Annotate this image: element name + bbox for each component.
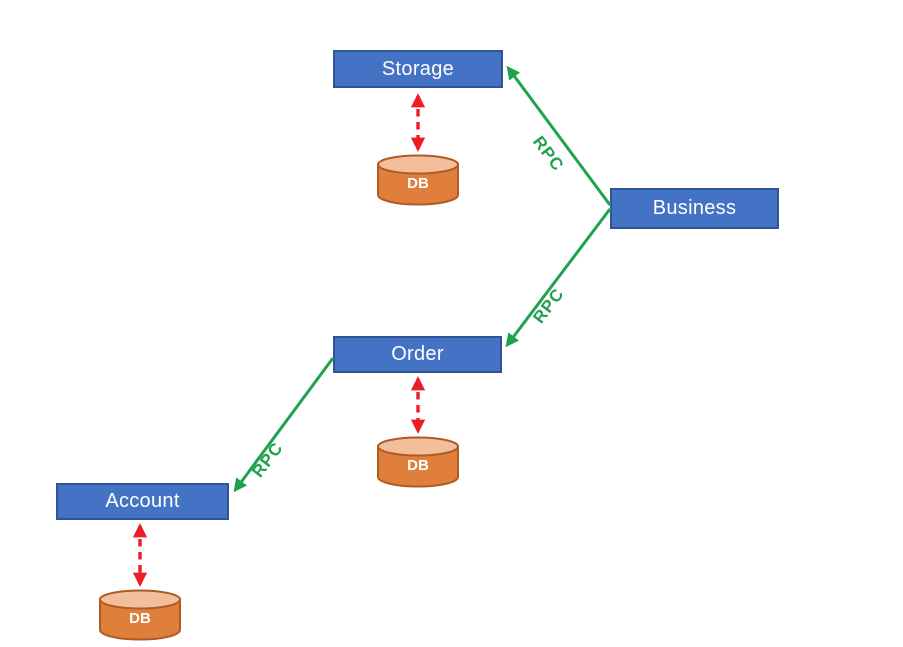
node-account-label: Account — [105, 490, 180, 512]
rpc-arrow-business-storage — [506, 65, 612, 206]
db-label: DB — [129, 610, 151, 627]
node-order: Order — [333, 336, 502, 373]
database-cylinder-icon — [99, 589, 181, 641]
node-business-label: Business — [652, 197, 737, 219]
db-label: DB — [407, 457, 429, 474]
node-storage: Storage — [333, 50, 503, 88]
rpc-label-order-account: RPC — [248, 438, 287, 481]
db-cylinder-order: DB — [376, 436, 460, 488]
database-cylinder-icon — [377, 154, 459, 206]
node-storage-label: Storage — [381, 57, 455, 80]
db-cylinder-storage: DB — [376, 154, 460, 206]
rpc-arrow-business-order — [505, 208, 612, 348]
rpc-label-business-storage: RPC — [529, 132, 568, 175]
database-cylinder-icon — [377, 436, 459, 488]
node-account: Account — [56, 483, 229, 520]
node-order-label: Order — [391, 343, 444, 365]
rpc-label-business-order: RPC — [529, 284, 568, 327]
db-label: DB — [407, 175, 429, 192]
node-business: Business — [610, 188, 779, 229]
db-cylinder-account: DB — [98, 589, 182, 641]
